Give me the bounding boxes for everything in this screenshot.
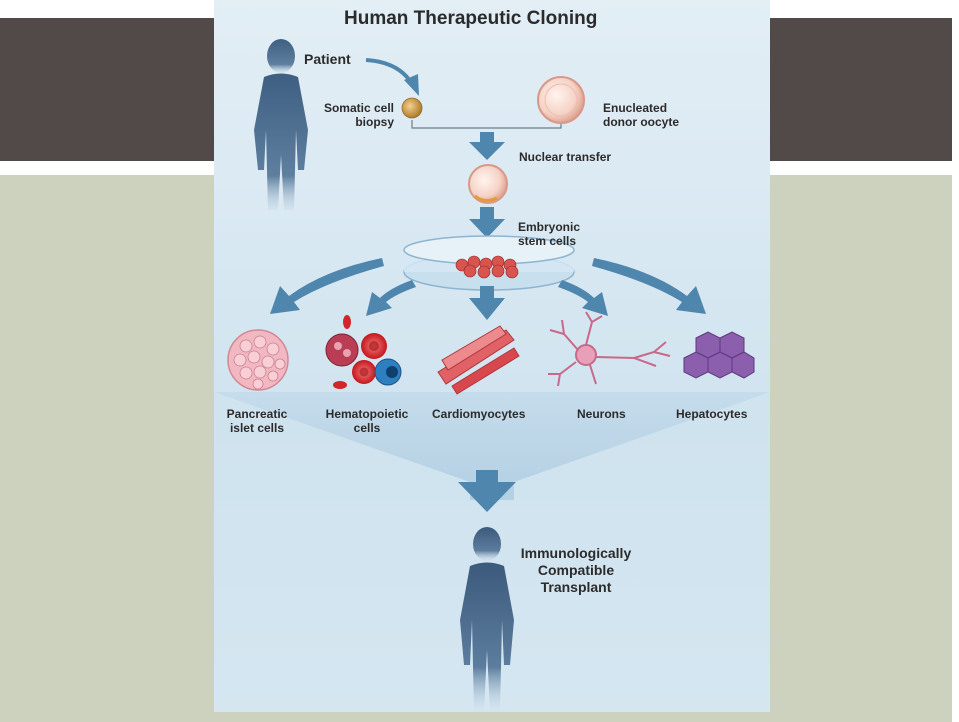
label-immunologically-compatible-transplant: Immunologically Compatible Transplant	[514, 545, 638, 596]
label-embryonic-line2: stem cells	[518, 234, 577, 248]
arrow-nuclear-transfer	[469, 132, 505, 160]
patient-silhouette	[254, 39, 308, 210]
label-hematopoietic-line2: cells	[353, 421, 381, 435]
diagram-panel: Human Therapeutic Cloning Patient Somati…	[214, 0, 770, 712]
label-cardiomyocytes: Cardiomyocytes	[432, 407, 526, 421]
label-patient: Patient	[304, 51, 351, 67]
neuron	[548, 311, 671, 387]
label-hematopoietic-cells: Hematopoietic cells	[318, 407, 416, 435]
cardiomyocytes	[437, 325, 520, 395]
label-neurons: Neurons	[577, 407, 626, 421]
arrow-embryonic	[469, 207, 505, 238]
somatic-cell	[401, 97, 423, 119]
label-somatic-line1: Somatic cell	[323, 101, 394, 115]
label-hematopoietic-line1: Hematopoietic	[325, 407, 409, 421]
label-oocyte-line1: Enucleated	[603, 101, 668, 115]
pancreatic-islet-cells	[227, 329, 289, 391]
label-embryonic-line1: Embryonic	[518, 220, 581, 234]
label-nuclear-transfer: Nuclear transfer	[519, 150, 612, 164]
arrow-transplant	[458, 470, 516, 512]
diagram-title: Human Therapeutic Cloning	[344, 8, 598, 29]
label-enucleated-donor-oocyte: Enucleated donor oocyte	[603, 101, 679, 129]
label-somatic-line2: biopsy	[355, 115, 394, 129]
label-pancreatic-line2: islet cells	[229, 421, 285, 435]
recipient-silhouette	[460, 527, 514, 712]
label-pancreatic-islet-cells: Pancreatic islet cells	[216, 407, 298, 435]
hematopoietic-cells	[325, 315, 402, 389]
hepatocytes	[683, 331, 755, 379]
label-embryonic-stem-cells: Embryonic stem cells	[518, 220, 580, 248]
label-pancreatic-line1: Pancreatic	[226, 407, 288, 421]
label-result-line2: Compatible	[537, 562, 615, 578]
convergence-funnel	[214, 392, 770, 500]
label-oocyte-line2: donor oocyte	[603, 115, 680, 129]
petri-dish	[403, 235, 575, 291]
label-hepatocytes: Hepatocytes	[676, 407, 748, 421]
label-result-line1: Immunologically	[520, 545, 632, 561]
reconstructed-cell	[468, 164, 508, 204]
label-somatic-cell-biopsy: Somatic cell biopsy	[312, 101, 394, 129]
differentiation-arrows	[270, 258, 706, 320]
diagram-graphics	[214, 39, 770, 712]
label-result-line3: Transplant	[540, 579, 612, 595]
